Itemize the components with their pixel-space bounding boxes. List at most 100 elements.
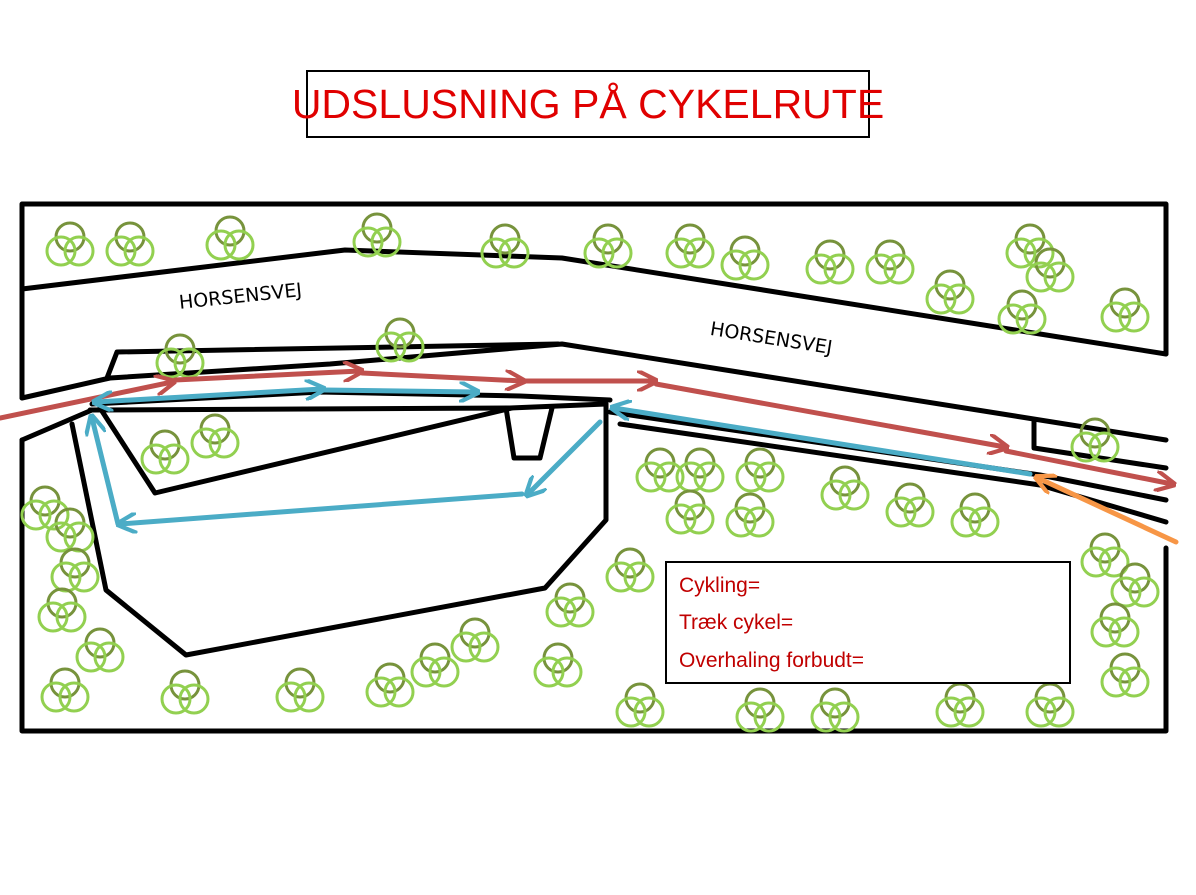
tree-cluster [720, 235, 770, 281]
tree-circle [885, 496, 917, 528]
tree-circle [68, 561, 100, 593]
tree-circle [480, 237, 512, 269]
tree-circle [370, 226, 402, 258]
tree-circle [683, 503, 715, 535]
tree-cluster [37, 587, 87, 633]
tree-circle [1090, 616, 1122, 648]
no-overtaking-route-arrows [92, 389, 1033, 524]
tree-circle [1080, 546, 1112, 578]
tree-circle [563, 596, 595, 628]
tree-cluster [40, 667, 90, 713]
parking-bay [503, 405, 555, 461]
side-lane [1031, 417, 1169, 471]
tree-circle [953, 696, 985, 728]
tree-cluster [480, 223, 530, 269]
tree-circle [1023, 237, 1055, 269]
tree-circle [810, 701, 842, 733]
tree-circle [743, 506, 775, 538]
tree-cluster [615, 682, 665, 728]
tree-cluster [1100, 287, 1150, 333]
tree-circle [468, 631, 500, 663]
tree-cluster [275, 667, 325, 713]
tree-circle [583, 237, 615, 269]
tree-circle [45, 521, 77, 553]
tree-circle [208, 427, 240, 459]
tree-cluster [925, 269, 975, 315]
tree-circle [738, 249, 770, 281]
tree-circle [1128, 576, 1160, 608]
tree-circle [735, 461, 767, 493]
tree-circle [805, 253, 837, 285]
tree-circle [1070, 431, 1102, 463]
tree-circle [1025, 261, 1057, 293]
tree-circle [753, 701, 785, 733]
tree-circle [428, 656, 460, 688]
road-south-edge [19, 341, 1169, 443]
tree-circle [1015, 303, 1047, 335]
tree-cluster [997, 289, 1047, 335]
tree-cluster [140, 429, 190, 475]
tree-circle [883, 253, 915, 285]
tree-cluster [1100, 652, 1150, 698]
walk-bike-route-arrows [1038, 478, 1179, 545]
tree-circle [935, 696, 967, 728]
tree-circle [545, 596, 577, 628]
wedge-island [97, 405, 515, 496]
tree-circle [375, 331, 407, 363]
tree-circle [160, 683, 192, 715]
road-north-edge [19, 247, 1169, 357]
tree-cluster [533, 642, 583, 688]
tree-circle [1108, 616, 1140, 648]
legend-item-walk-bike: Træk cykel= [679, 611, 794, 634]
tree-circle [1088, 431, 1120, 463]
no-overtaking-arrow-2 [321, 390, 476, 392]
tree-cluster [205, 215, 255, 261]
tree-circle [352, 226, 384, 258]
tree-cluster [735, 447, 785, 493]
tree-circle [683, 237, 715, 269]
tree-circle [123, 235, 155, 267]
cycling-arrow-3 [359, 373, 522, 381]
title-box: UDSLUSNING PÅ CYKELRUTE [292, 70, 884, 138]
tree-circle [55, 601, 87, 633]
tree-circle [633, 696, 665, 728]
walk-bike-arrow-1 [1038, 478, 1179, 545]
map-frame-top [19, 201, 1169, 401]
no-overtaking-arrow-5 [528, 419, 603, 494]
tree-circle [943, 283, 975, 315]
tree-circle [58, 681, 90, 713]
tree-circle [1100, 301, 1132, 333]
no-overtaking-arrow-4 [120, 491, 525, 524]
tree-cluster [805, 239, 855, 285]
tree-circle [63, 235, 95, 267]
tree-cluster [410, 642, 460, 688]
tree-circle [838, 479, 870, 511]
tree-circle [205, 229, 237, 261]
tree-circle [653, 461, 685, 493]
tree-circle [665, 503, 697, 535]
tree-circle [38, 499, 70, 531]
tree-cluster [105, 221, 155, 267]
tree-circle [40, 681, 72, 713]
tree-cluster [605, 547, 655, 593]
tree-circle [1005, 237, 1037, 269]
tree-circle [635, 461, 667, 493]
tree-circle [223, 229, 255, 261]
tree-circle [828, 701, 860, 733]
parking-area [69, 401, 609, 658]
tree-cluster [50, 547, 100, 593]
tree-cluster [725, 492, 775, 538]
tree-circle [735, 701, 767, 733]
tree-circle [1025, 696, 1057, 728]
tree-circle [605, 561, 637, 593]
tree-circle [410, 656, 442, 688]
tree-circle [665, 237, 697, 269]
tree-circle [1118, 666, 1150, 698]
tree-circle [601, 237, 633, 269]
tree-circle [968, 506, 1000, 538]
tree-circle [925, 283, 957, 315]
tree-cluster [1110, 562, 1160, 608]
tree-cluster [675, 447, 725, 493]
tree-circle [365, 676, 397, 708]
